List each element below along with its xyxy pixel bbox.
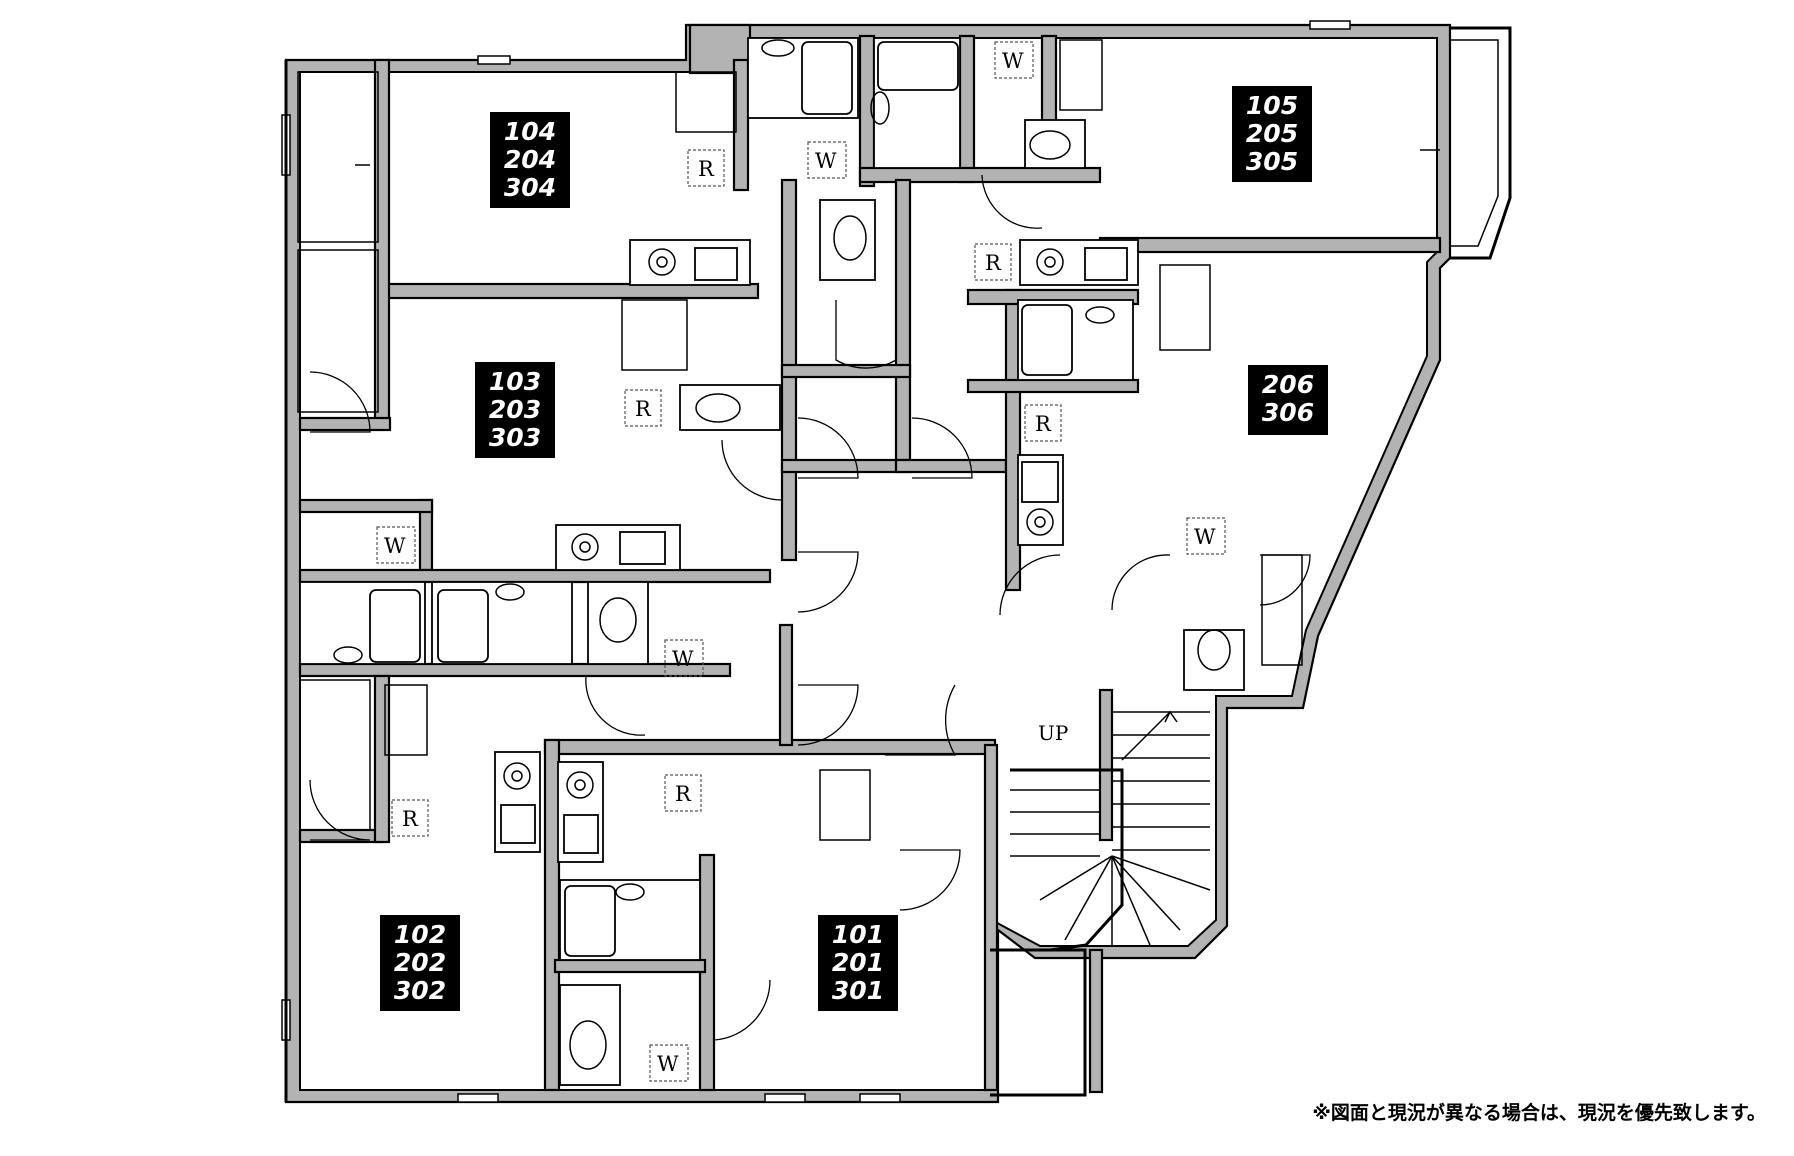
kitchen-206	[1017, 454, 1064, 546]
washer-mark-105: W	[994, 41, 1034, 79]
svg-text:R: R	[1035, 412, 1052, 436]
svg-text:304: 304	[504, 173, 556, 202]
refrigerator-mark-105: R	[974, 243, 1012, 281]
refrigerator-mark-103: R	[624, 389, 662, 427]
svg-text:W: W	[672, 647, 694, 671]
svg-text:104: 104	[504, 117, 556, 146]
svg-text:W: W	[1002, 49, 1024, 73]
refrigerator-mark-206: R	[1024, 404, 1062, 442]
kitchen-104	[629, 239, 751, 286]
kitchen-105	[1019, 239, 1139, 286]
washer-mark-101: W	[649, 1044, 689, 1082]
svg-text:101: 101	[832, 920, 884, 949]
refrigerator-mark-104: R	[687, 149, 725, 187]
kitchen-102	[494, 751, 541, 853]
washer-mark-103b: W	[664, 639, 704, 677]
svg-text:103: 103	[489, 367, 541, 396]
svg-text:R: R	[402, 807, 419, 831]
kitchen-101	[557, 761, 604, 863]
unit-label-103: 103 203 303	[475, 362, 555, 458]
kitchens	[494, 239, 1139, 863]
svg-text:305: 305	[1246, 147, 1298, 176]
svg-text:R: R	[675, 782, 692, 806]
washer-mark-206: W	[1186, 517, 1226, 555]
svg-text:306: 306	[1262, 398, 1314, 427]
svg-text:W: W	[384, 534, 406, 558]
washer-mark-104: W	[807, 141, 847, 179]
svg-text:303: 303	[489, 423, 541, 452]
svg-text:203: 203	[489, 395, 541, 424]
svg-text:W: W	[657, 1052, 679, 1076]
unit-label-105: 105 205 305	[1232, 86, 1312, 182]
svg-text:W: W	[815, 149, 837, 173]
svg-text:301: 301	[832, 976, 884, 1005]
unit-label-206: 206 306	[1248, 365, 1328, 435]
disclaimer-note: ※図面と現況が異なる場合は、現況を優先致します。	[1312, 1102, 1766, 1124]
doors	[309, 174, 1311, 1041]
svg-text:201: 201	[832, 948, 884, 977]
svg-text:302: 302	[394, 976, 446, 1005]
closets	[384, 39, 1303, 841]
svg-text:R: R	[985, 251, 1002, 275]
svg-text:W: W	[1194, 525, 1216, 549]
stair-up-label: UP	[1038, 721, 1068, 745]
kitchen-103	[555, 524, 681, 571]
washer-mark-103: W	[376, 526, 416, 564]
unit-labels: 104 204 304 105 205 305 103 203 303 206 …	[380, 86, 1328, 1011]
refrigerator-mark-102: R	[391, 799, 429, 837]
svg-text:202: 202	[394, 948, 446, 977]
interior-walls	[298, 23, 1442, 1094]
svg-text:204: 204	[504, 145, 556, 174]
balconies	[284, 26, 1512, 1102]
unit-label-101: 101 201 301	[818, 915, 898, 1011]
svg-text:102: 102	[394, 920, 446, 949]
svg-text:105: 105	[1246, 91, 1298, 120]
refrigerator-mark-101: R	[664, 774, 702, 812]
svg-text:206: 206	[1262, 370, 1314, 399]
svg-text:R: R	[698, 157, 715, 181]
unit-label-104: 104 204 304	[490, 112, 570, 208]
unit-label-102: 102 202 302	[380, 915, 460, 1011]
staircase: UP	[1010, 710, 1211, 952]
svg-text:205: 205	[1246, 119, 1298, 148]
appliance-marks: R W W R R R W W W R R W	[376, 41, 1226, 1082]
bathrooms	[299, 37, 1245, 1086]
svg-text:R: R	[635, 397, 652, 421]
